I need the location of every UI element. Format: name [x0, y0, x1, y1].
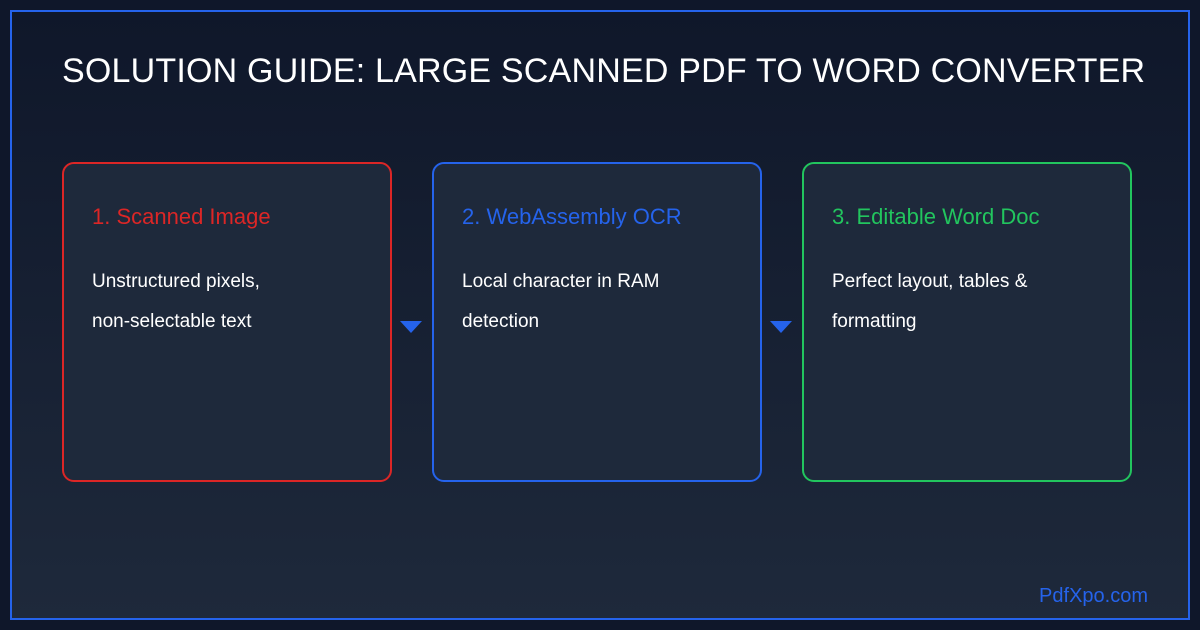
step-description-line: non-selectable text: [92, 311, 252, 332]
page-title: SOLUTION GUIDE: LARGE SCANNED PDF TO WOR…: [62, 52, 1146, 90]
step-title: 2. WebAssembly OCR: [462, 204, 682, 229]
triangle-down-arrow-icon: [770, 321, 792, 333]
step-title: 3. Editable Word Doc: [832, 204, 1040, 229]
step-description-line: Local character in RAM: [462, 271, 660, 292]
step-description: Perfect layout, tables & formatting: [832, 262, 1102, 342]
step-description-line: detection: [462, 311, 540, 332]
triangle-down-arrow-icon: [400, 321, 422, 333]
step-description-line: formatting: [832, 311, 917, 332]
step-description: Local character in RAM detection: [462, 262, 732, 342]
step-card-editable-word-doc: 3. Editable Word Doc Perfect layout, tab…: [802, 162, 1132, 482]
step-title: 1. Scanned Image: [92, 204, 271, 229]
diagram-frame: SOLUTION GUIDE: LARGE SCANNED PDF TO WOR…: [10, 10, 1190, 620]
step-description-line: Unstructured pixels,: [92, 271, 260, 292]
step-description-line: Perfect layout, tables &: [832, 271, 1028, 292]
brand-link[interactable]: PdfXpo.com: [1039, 585, 1148, 607]
step-description: Unstructured pixels, non-selectable text: [92, 262, 362, 342]
step-card-scanned-image: 1. Scanned Image Unstructured pixels, no…: [62, 162, 392, 482]
step-card-webassembly-ocr: 2. WebAssembly OCR Local character in RA…: [432, 162, 762, 482]
